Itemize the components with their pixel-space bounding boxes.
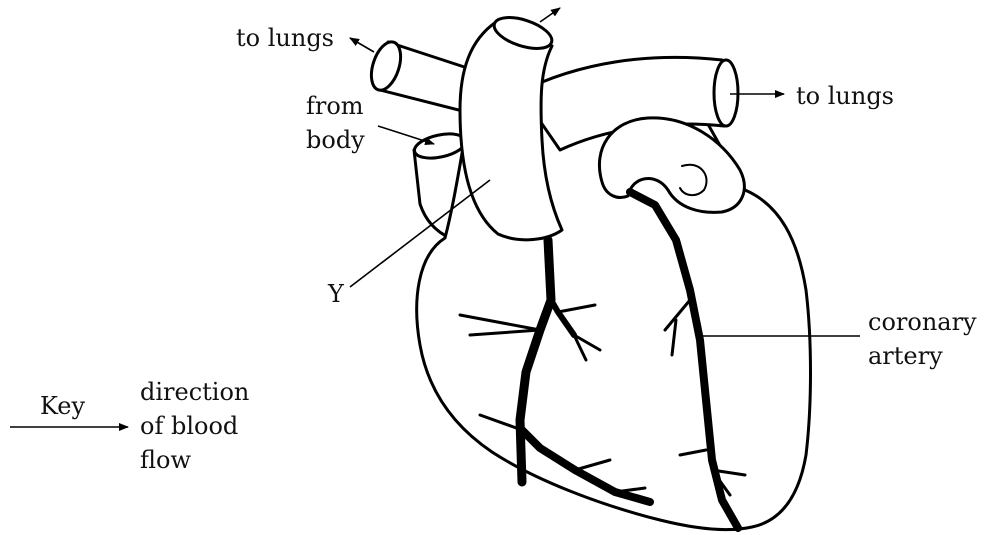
label-from-body-line1: from bbox=[306, 92, 364, 121]
label-to-lungs-right: to lungs bbox=[796, 82, 894, 111]
label-coronary-line2: artery bbox=[868, 342, 943, 371]
arrow-from-body bbox=[378, 126, 434, 144]
key-desc-line2: of blood bbox=[140, 412, 238, 441]
label-coronary-line1: coronary bbox=[868, 308, 977, 337]
arrow-aorta-up bbox=[540, 8, 560, 22]
key-title: Key bbox=[40, 392, 85, 421]
label-to-lungs-left: to lungs bbox=[236, 24, 334, 53]
label-from-body-line2: body bbox=[306, 126, 365, 155]
key-desc-line3: flow bbox=[140, 446, 191, 475]
arrow-to-lungs-left bbox=[350, 38, 374, 52]
label-y: Y bbox=[328, 280, 344, 309]
key-desc-line1: direction bbox=[140, 378, 249, 407]
